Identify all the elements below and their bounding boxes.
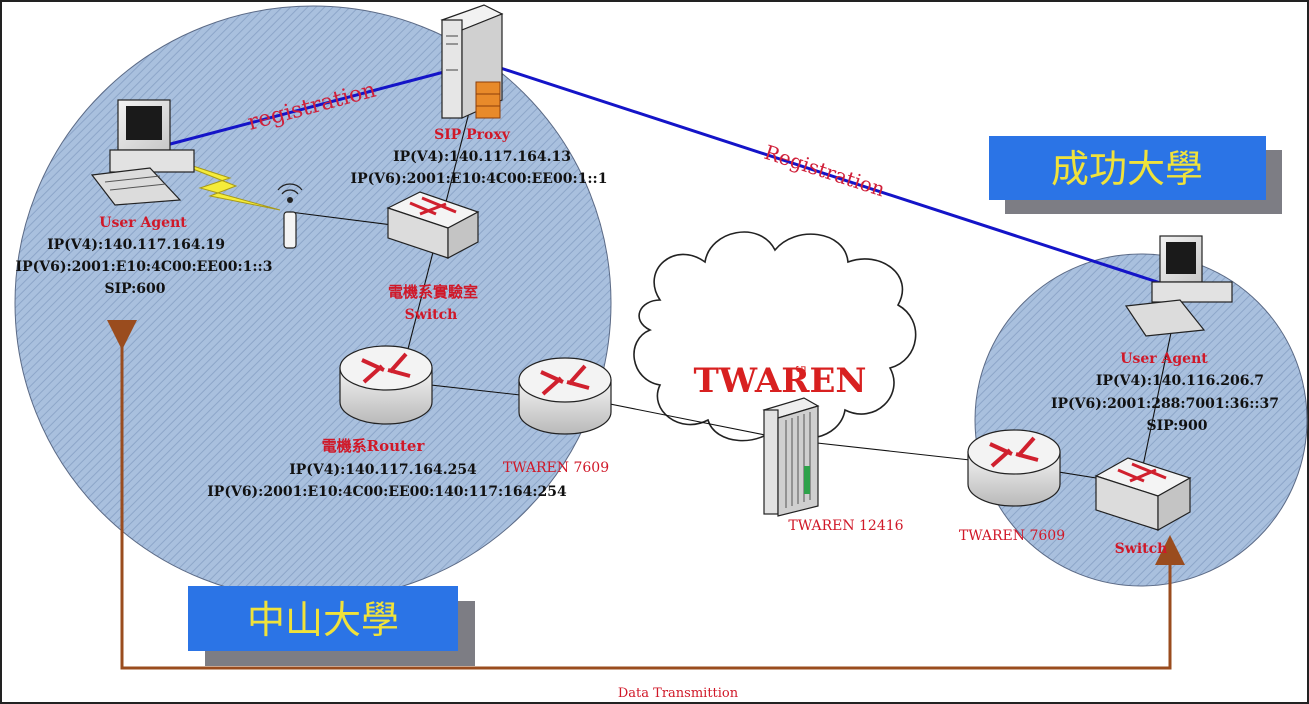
registration-line-left — [139, 60, 483, 154]
nsysu-badge-text: 中山大學 — [247, 598, 399, 642]
twaren-7609-right-router-icon — [967, 429, 1061, 507]
data-transmission-path — [107, 320, 1185, 670]
sip-proxy-server-icon — [440, 4, 504, 119]
dept-router-ipv4: IP(V4):140.117.164.254 — [289, 462, 477, 478]
wireless-bolt-icon — [149, 151, 281, 211]
twaren-7609-left-label: TWAREN 7609 — [503, 460, 609, 476]
ncku-badge: 成功大學 — [989, 136, 1282, 214]
user-agent-right-pc-icon — [1124, 235, 1233, 337]
right-switch-icon — [1094, 457, 1192, 532]
dept-router-ipv6: IP(V6):2001:E10:4C00:EE00:140:117:164:25… — [207, 484, 567, 500]
wireless-antenna-icon — [277, 183, 303, 249]
left-agent-sip: SIP:600 — [104, 281, 165, 297]
right-agent-ipv6: IP(V6):2001:288:7001:36::37 — [1051, 396, 1279, 412]
right-switch-label: Switch — [1115, 541, 1168, 557]
dept-router-title: 電機系Router — [322, 437, 426, 455]
twaren-12416-core-router-icon — [762, 397, 820, 517]
right-agent-title: User Agent — [1120, 351, 1208, 367]
left-agent-title: User Agent — [99, 215, 187, 231]
left-agent-ipv6: IP(V6):2001:E10:4C00:EE00:1::3 — [16, 259, 273, 275]
twaren-7609-left-router-icon — [518, 357, 612, 435]
user-agent-left-pc-icon — [90, 99, 195, 206]
sip-proxy-ipv4: IP(V4):140.117.164.13 — [393, 149, 571, 165]
nsysu-badge: 中山大學 — [188, 586, 475, 666]
sip-proxy-ipv6: IP(V6):2001:E10:4C00:EE00:1::1 — [351, 171, 608, 187]
dept-router-icon — [339, 345, 433, 425]
twaren-cloud-mark: 5 — [792, 365, 807, 373]
sip-proxy-title: SIP Proxy — [434, 127, 511, 143]
registration-line-right — [481, 60, 1183, 292]
right-agent-ipv4: IP(V4):140.116.206.7 — [1096, 373, 1264, 389]
lab-switch-icon — [386, 191, 480, 259]
twaren-cloud-label: TWAREN — [694, 361, 867, 401]
lab-switch-label: 電機系實驗室 — [388, 283, 478, 301]
twaren-12416-label: TWAREN 12416 — [788, 518, 903, 534]
data-transmission-label: Data Transmittion — [618, 686, 739, 701]
right-agent-sip: SIP:900 — [1146, 418, 1207, 434]
lab-switch-sublabel: Switch — [405, 307, 458, 323]
left-agent-ipv4: IP(V4):140.117.164.19 — [47, 237, 225, 253]
registration-lines — [139, 60, 1183, 292]
twaren-7609-right-label: TWAREN 7609 — [959, 528, 1065, 544]
ncku-badge-text: 成功大學 — [1051, 147, 1203, 191]
